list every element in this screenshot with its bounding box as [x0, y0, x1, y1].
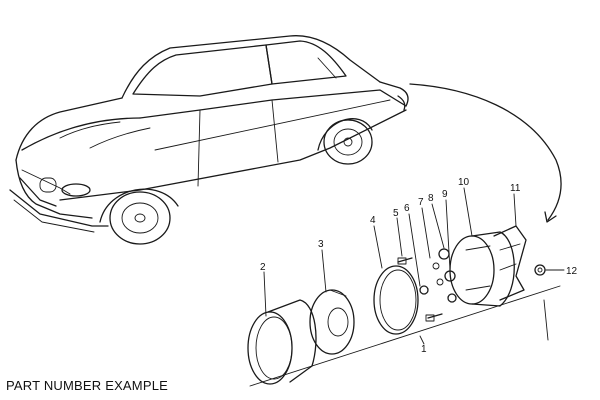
callout-labels: 1 2 3 4 5 6 7 8 9 10 11 12: [260, 177, 578, 355]
diagram-caption: PART NUMBER EXAMPLE: [6, 378, 169, 393]
pointer-arrow: [409, 83, 562, 223]
callout-2: 2: [260, 262, 266, 273]
callout-9: 9: [442, 189, 448, 200]
screws: [397, 257, 444, 322]
callout-7: 7: [418, 197, 424, 208]
callout-11: 11: [510, 183, 521, 194]
callout-4: 4: [370, 215, 376, 226]
callout-3: 3: [318, 239, 324, 250]
callout-5: 5: [393, 208, 399, 219]
callout-8: 8: [428, 193, 434, 204]
callout-10: 10: [458, 177, 470, 188]
headlight-housing: [449, 231, 515, 307]
exploded-parts: [247, 187, 565, 387]
callout-6: 6: [404, 203, 410, 214]
mounting-bracket: [493, 225, 527, 301]
callout-1: 1: [421, 344, 427, 355]
headlight-rim: [247, 299, 317, 385]
adjusters: [438, 248, 457, 303]
seal-ring: [373, 265, 419, 335]
nut: [534, 264, 546, 276]
headlight-lens: [309, 289, 355, 355]
car-illustration: [9, 35, 409, 245]
callout-12: 12: [566, 266, 578, 277]
